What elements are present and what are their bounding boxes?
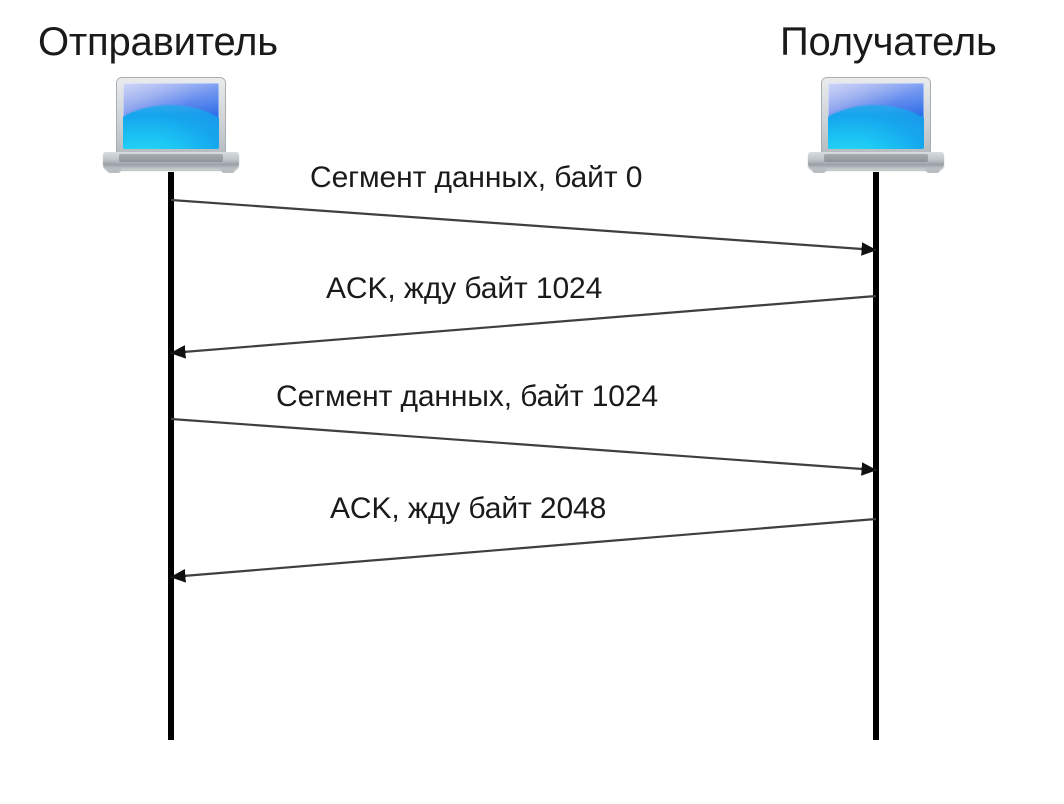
laptop-keyboard — [119, 154, 223, 162]
screen-wallpaper-hill — [828, 105, 924, 149]
message-arrow-4 — [170, 517, 877, 583]
laptop-base — [808, 152, 944, 173]
message-arrow-3 — [170, 417, 877, 476]
laptop-keyboard — [824, 154, 928, 162]
laptop-foot-right — [221, 168, 235, 173]
laptop-foot-right — [926, 168, 940, 173]
message-arrow-2 — [170, 294, 877, 359]
message-label-3: Сегмент данных, байт 1024 — [276, 380, 659, 413]
laptop-foot-left — [107, 168, 121, 173]
actor-title-receiver: Получатель — [780, 20, 997, 64]
message-arrows-group — [170, 198, 877, 583]
message-label-2: ACK, жду байт 1024 — [326, 272, 603, 305]
lifelines-group — [168, 172, 879, 740]
laptop-base — [103, 152, 239, 173]
screen-wallpaper-hill — [123, 105, 219, 149]
message-label-4: ACK, жду байт 2048 — [330, 492, 607, 525]
message-label-1: Сегмент данных, байт 0 — [310, 161, 643, 194]
actor-title-sender: Отправитель — [38, 20, 278, 64]
message-arrow-1 — [170, 198, 877, 256]
laptop-foot-left — [812, 168, 826, 173]
